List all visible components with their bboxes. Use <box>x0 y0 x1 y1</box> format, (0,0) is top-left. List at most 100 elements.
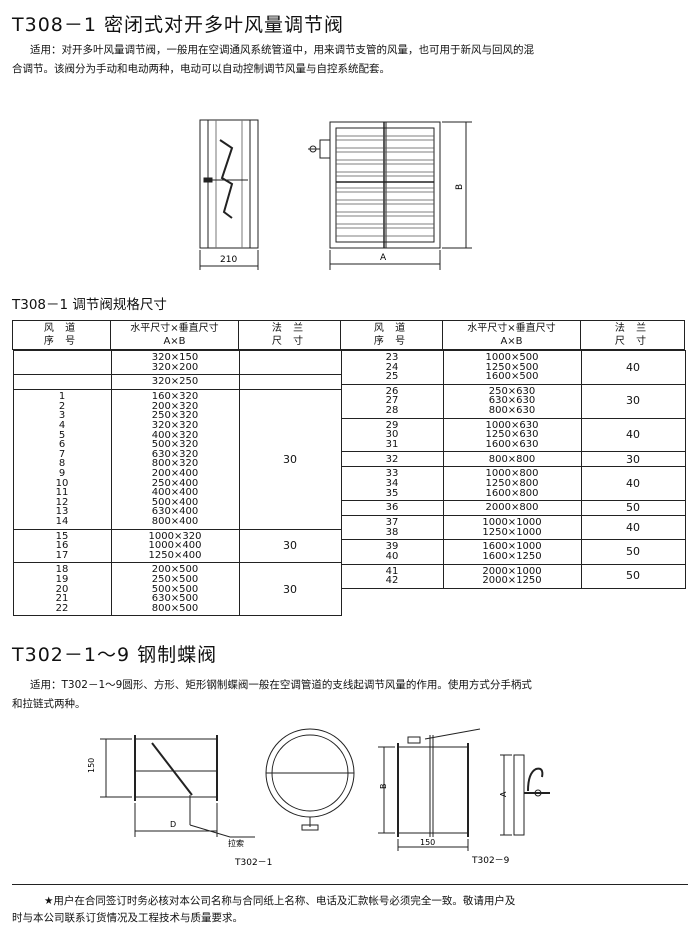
dim-b-label-2: B <box>379 784 388 790</box>
header-line: 水平尺寸×垂直尺寸 <box>130 323 219 334</box>
footer-line1: ★用户在合同签订时务必核对本公司名称与合同纸上名称、电话及汇款帐号必须完全一致。… <box>44 895 516 907</box>
cell-line: 32 <box>385 453 399 465</box>
cell-line: 1250×630 <box>485 429 539 441</box>
flange-cell: 50 <box>580 539 686 565</box>
header-line: 风 道 <box>373 323 410 334</box>
cell-line: 200×500 <box>151 564 199 576</box>
cell-line: 2000×1250 <box>482 575 542 587</box>
damper-front-view <box>329 121 441 249</box>
cell-line: 1250×1000 <box>482 526 542 538</box>
header-flange-right: 法 兰尺 寸 <box>580 320 685 350</box>
cell-line: 37 <box>385 517 399 529</box>
cell-line: 33 <box>385 468 399 480</box>
cell-line: 29 <box>385 419 399 431</box>
cell-line: 1600×1250 <box>482 550 542 562</box>
cell-line: 24 <box>385 361 399 373</box>
dim-d-label: D <box>170 820 176 829</box>
cell-line: 7 <box>58 448 66 460</box>
size-cell: 800×800 <box>442 451 582 468</box>
cell-line: 320×250 <box>151 376 199 388</box>
cell-line: 1250×500 <box>485 361 539 373</box>
section2-desc-line2: 和拉链式两种。 <box>12 698 86 710</box>
flange-cell: 40 <box>580 417 686 453</box>
cell-line: 320×200 <box>151 361 199 373</box>
damper-side-view <box>199 119 259 249</box>
duct-no-cell: 36 <box>340 500 444 517</box>
cell-line: 1600×800 <box>485 487 539 499</box>
cell-line: 500×500 <box>151 583 199 595</box>
flange-cell: 50 <box>580 563 686 589</box>
cell-line: 1000×800 <box>485 468 539 480</box>
cell-line: 1600×1000 <box>482 541 542 553</box>
cell-line: 9 <box>58 467 66 479</box>
cell-line: 30 <box>385 429 399 441</box>
cell-line: 17 <box>55 549 69 561</box>
cell-line: 25 <box>385 371 399 383</box>
cell-line: 15 <box>55 530 69 542</box>
cell-line: 800×320 <box>151 458 199 470</box>
header-line: 法 兰 <box>614 323 651 334</box>
size-cell: 2000×800 <box>442 500 582 517</box>
cell-line: 250×400 <box>151 477 199 489</box>
header-line: 尺 寸 <box>614 336 651 347</box>
flange-cell: 30 <box>238 389 342 530</box>
butterfly-damper-drawing: 150 D 拉索 T302－1 B 150 A T302－9 <box>87 728 550 868</box>
size-cell: 320×250 <box>110 374 240 391</box>
cell-line: 1250×400 <box>148 549 202 561</box>
duct-no-cell <box>12 349 112 376</box>
header-line: 序 号 <box>43 336 80 347</box>
cell-line: 35 <box>385 487 399 499</box>
dim-b-label: B <box>455 184 465 190</box>
section1-desc-line1: 适用：对开多叶风量调节阀，一般用在空调通风系统管道中，用来调节支管的风量，也可用… <box>30 44 534 56</box>
cell-line: 27 <box>385 395 399 407</box>
header-line: A×B <box>500 336 523 347</box>
cell-line: 10 <box>55 477 69 489</box>
cell-line: 630×630 <box>488 395 536 407</box>
cell-line: 500×320 <box>151 439 199 451</box>
butterfly-side-view <box>134 738 218 798</box>
flange-cell: 40 <box>580 515 686 541</box>
cell-line: 1250×800 <box>485 477 539 489</box>
duct-no-cell: 32 <box>340 451 444 468</box>
section2-title: T302－1～9 钢制蝶阀 <box>12 644 218 666</box>
flange-cell: 30 <box>580 451 686 468</box>
header-duct-no-right: 风 道序 号 <box>340 320 443 350</box>
cell-line: 28 <box>385 404 399 416</box>
section1-title: T308－1 密闭式对开多叶风量调节阀 <box>12 14 344 36</box>
flange-cell: 40 <box>580 466 686 502</box>
cell-line: 1000×1000 <box>482 517 542 529</box>
cell-line: 800×500 <box>151 602 199 614</box>
cell-line: 250×500 <box>151 573 199 585</box>
cell-line: 22 <box>55 602 69 614</box>
cell-line: 250×320 <box>151 410 199 422</box>
header-line: 尺 寸 <box>271 336 308 347</box>
cell-line: 40 <box>385 550 399 562</box>
cell-line: 2000×1000 <box>482 565 542 577</box>
cell-line: 34 <box>385 477 399 489</box>
cell-line: 1000×400 <box>148 540 202 552</box>
header-duct-no-left: 风 道序 号 <box>12 320 111 350</box>
dim-150-left-label: 150 <box>87 758 96 773</box>
